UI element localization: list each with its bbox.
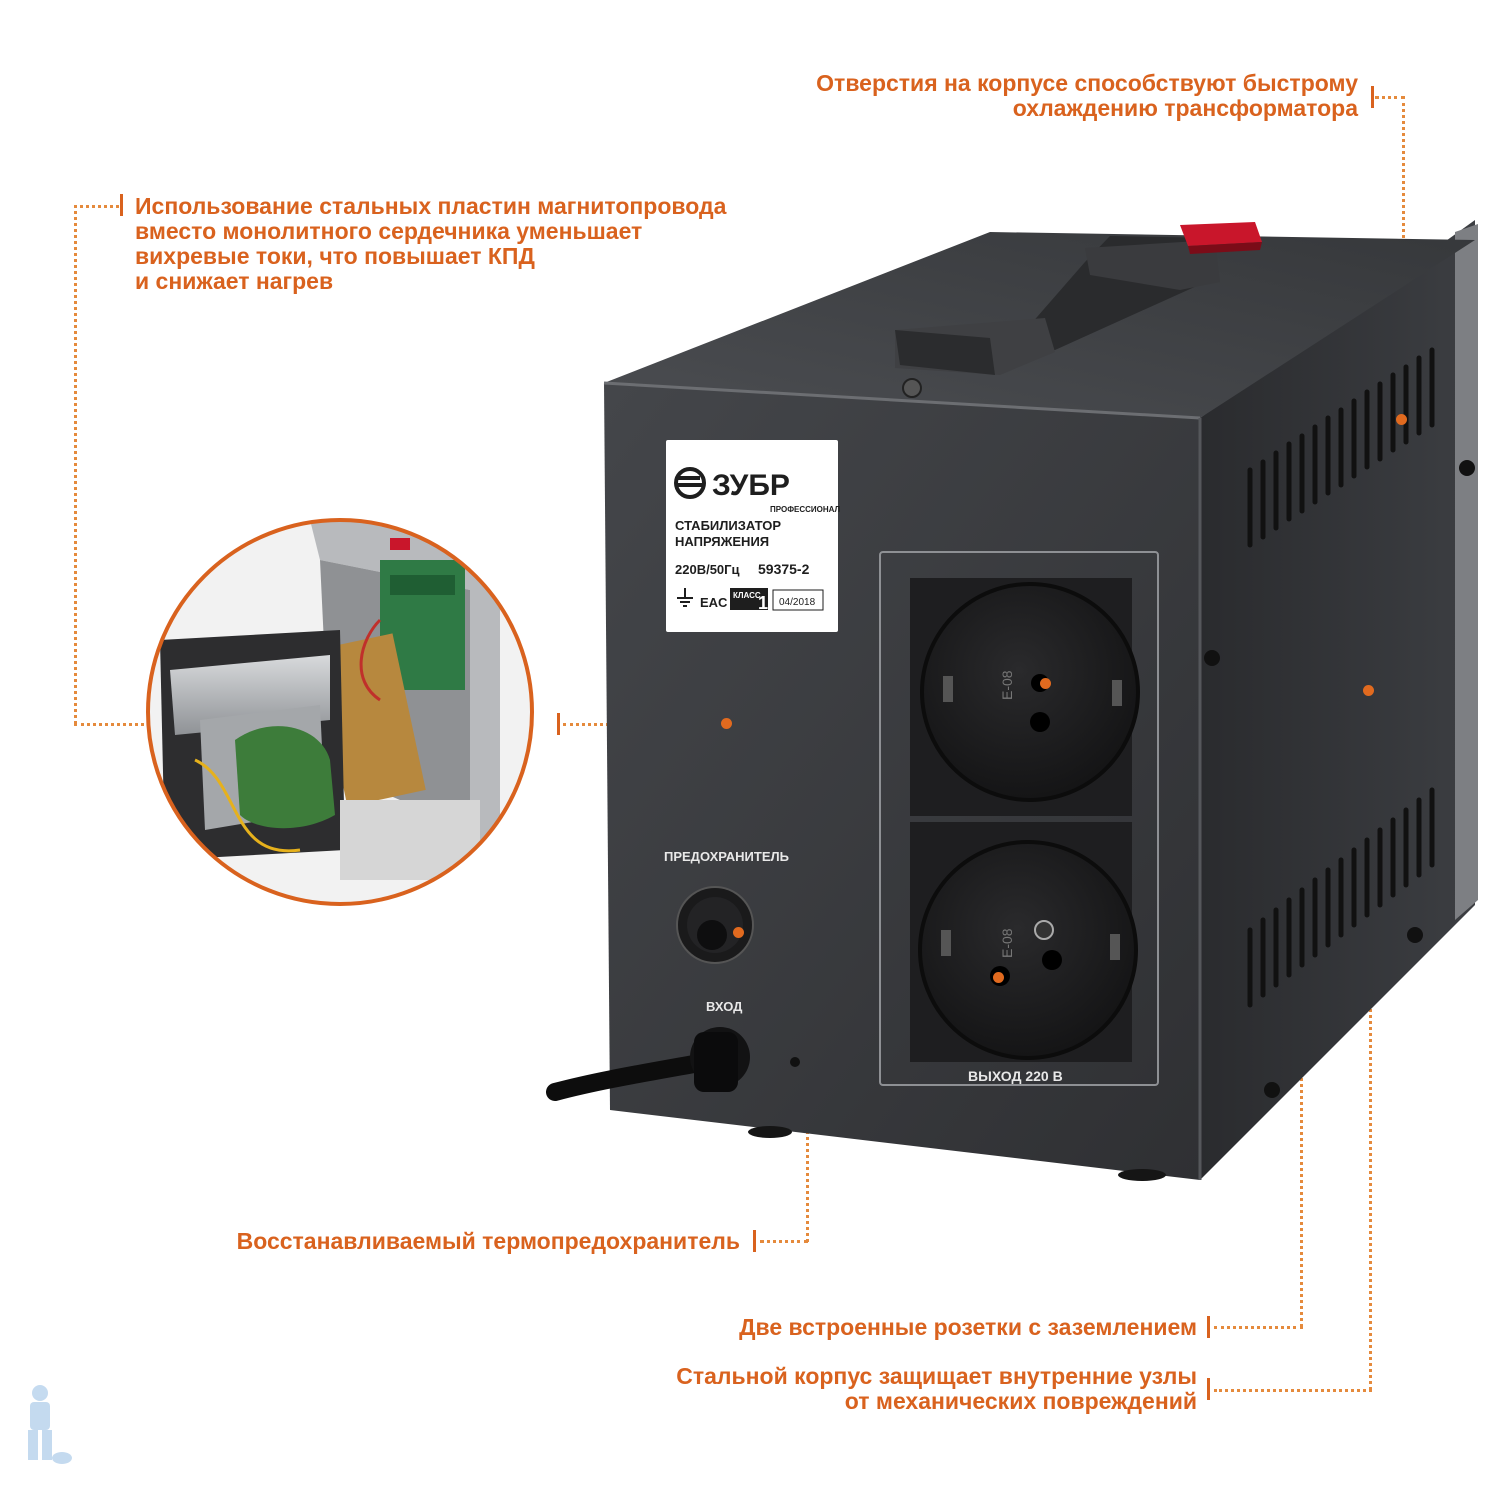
callout-core-line1: Использование стальных пластин магнитопр…	[135, 193, 727, 219]
callout-socket-bottom-dot	[993, 972, 1004, 983]
callout-cooling-line2: охлаждению трансформатора	[1012, 95, 1358, 121]
rating-text: 220В/50Гц	[675, 562, 740, 577]
callout-cooling-bar	[1371, 86, 1374, 108]
callout-fuse-dot	[733, 927, 744, 938]
socket-bottom-code: E-08	[999, 928, 1015, 958]
socket-bottom: E-08	[918, 840, 1138, 1060]
callout-housing-dot	[1363, 685, 1374, 696]
class-label: КЛАСС	[733, 591, 761, 600]
callout-detail-dot	[721, 718, 732, 729]
callout-sockets-bar	[1207, 1316, 1210, 1338]
callout-fuse-bar	[753, 1230, 756, 1252]
leader-sockets-h-bottom	[1214, 1326, 1303, 1329]
callout-sockets: Две встроенные розетки с заземлением	[739, 1315, 1197, 1340]
leader-core-h-top	[74, 205, 119, 208]
vent-slots	[1247, 347, 1435, 1008]
callout-fuse: Восстанавливаемый термопредохранитель	[237, 1229, 740, 1254]
leader-housing-h	[1214, 1389, 1372, 1392]
leader-sockets-v	[1300, 862, 1303, 1327]
brand-name: ЗУБР	[712, 469, 790, 502]
product-line2: НАПРЯЖЕНИЯ	[675, 534, 769, 549]
fuse-icon	[676, 886, 754, 964]
callout-fuse-line1: Восстанавливаемый термопредохранитель	[236, 1228, 740, 1254]
internal-view-frame	[146, 518, 534, 906]
brand-sub: ПРОФЕССИОНАЛ	[770, 505, 841, 514]
input-label: ВХОД	[706, 999, 743, 1014]
callout-core: Использование стальных пластин магнитопр…	[135, 194, 726, 294]
output-label: ВЫХОД 220 В	[968, 1068, 1063, 1084]
manufacture-date: 04/2018	[779, 597, 816, 608]
leader-core-v	[74, 205, 77, 724]
callout-core-bar	[120, 194, 123, 216]
callout-housing: Стальной корпус защищает внутренние узлы…	[676, 1364, 1197, 1414]
socket-top-code: E-08	[999, 670, 1015, 700]
fuse-label: ПРЕДОХРАНИТЕЛЬ	[664, 849, 789, 864]
housing-side-edge	[1455, 224, 1478, 920]
callout-core-line3: вихревые токи, что повышает КПД	[135, 243, 535, 269]
brand-logo-icon	[674, 467, 706, 499]
callout-housing-line1: Стальной корпус защищает внутренние узлы	[676, 1363, 1197, 1389]
callout-cooling-line1: Отверстия на корпусе способствуют быстро…	[816, 70, 1358, 96]
callout-core-line2: вместо монолитного сердечника уменьшает	[135, 218, 643, 244]
callout-cooling-dot	[1396, 414, 1407, 425]
watermark-mascot-icon	[28, 1385, 72, 1464]
leader-housing-v	[1369, 690, 1372, 1390]
leader-core-h-bottom	[74, 723, 144, 726]
model-number: 59375-2	[758, 561, 810, 577]
socket-top: E-08	[920, 582, 1140, 802]
housing-side	[1200, 220, 1475, 1180]
handle	[895, 236, 1220, 398]
callout-core-line4: и снижает нагрев	[135, 268, 334, 294]
callout-sockets-line1: Две встроенные розетки с заземлением	[739, 1314, 1197, 1340]
callout-cooling: Отверстия на корпусе способствуют быстро…	[816, 71, 1358, 121]
callout-housing-bar	[1207, 1378, 1210, 1400]
power-switch	[1180, 222, 1262, 254]
product-label	[666, 440, 838, 632]
leader-fuse-h-bottom	[760, 1240, 808, 1243]
power-cord-icon	[546, 1027, 750, 1101]
callout-socket-top-dot	[1040, 678, 1051, 689]
ground-icon	[677, 588, 693, 607]
eac-mark: EAC	[700, 595, 728, 610]
callout-detail-bar	[557, 713, 560, 735]
product-line1: СТАБИЛИЗАТОР	[675, 518, 781, 533]
leader-cooling-h	[1375, 96, 1405, 99]
callout-housing-line2: от механических повреждений	[844, 1388, 1197, 1414]
socket-frame	[879, 551, 1159, 1086]
class-number: 1	[758, 593, 768, 613]
